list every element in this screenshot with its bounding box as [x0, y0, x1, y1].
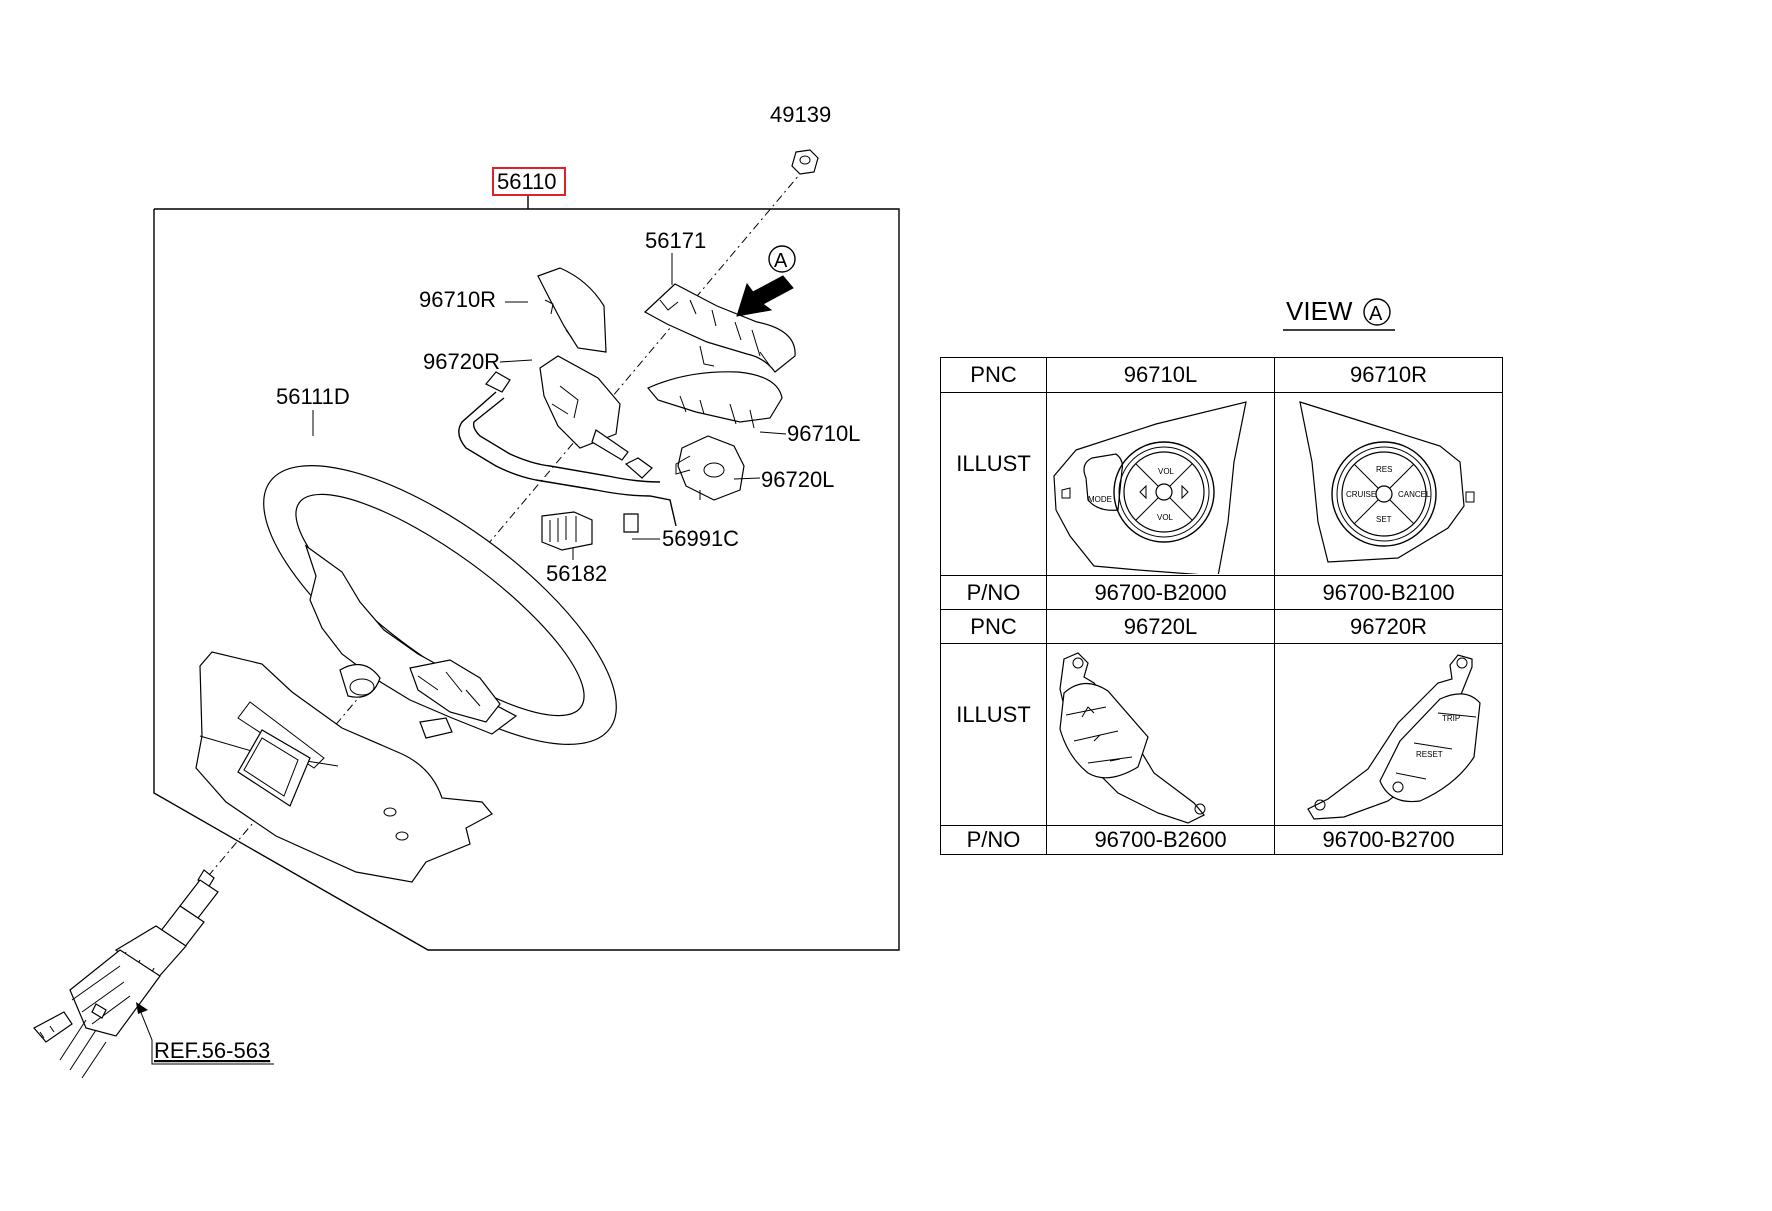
right-cruise-label: CRUISE: [1346, 490, 1376, 499]
table-head-illust-2: ILLUST: [940, 643, 1047, 826]
trip-label: TRIP: [1442, 714, 1460, 723]
table-head-pno: P/NO: [940, 575, 1047, 610]
pno-96700-B2100: 96700-B2100: [1274, 575, 1503, 610]
right-switch-illustration: TRIP RESET: [1306, 653, 1481, 820]
right-cover-part: [537, 267, 607, 353]
table-row: ILLUST MODE VOL VOL: [940, 392, 1503, 576]
steering-wheel-part: [263, 465, 617, 745]
steering-column-part: [33, 869, 219, 1079]
left-switch-illustration: [1058, 651, 1205, 824]
pno-96700-B2600: 96700-B2600: [1046, 825, 1275, 855]
pnc-96710L: 96710L: [1046, 357, 1275, 393]
callout-96710L: 96710L: [787, 421, 860, 446]
pnc-96720R: 96720R: [1274, 609, 1503, 644]
table-row: PNC 96720L 96720R: [940, 609, 1503, 644]
table-head-pnc-2: PNC: [940, 609, 1047, 644]
connector-part: [541, 511, 593, 551]
lower-cover-part: [195, 651, 493, 883]
left-vol-down-label: VOL: [1157, 513, 1174, 522]
left-switch-part: [675, 435, 745, 501]
callout-96720R: 96720R: [423, 349, 500, 374]
illust-96710L: MODE VOL VOL: [1046, 392, 1275, 576]
illust-96720R: TRIP RESET: [1274, 643, 1503, 826]
right-res-label: RES: [1376, 465, 1392, 474]
reset-label: RESET: [1416, 750, 1443, 759]
table-row: PNC 96710L 96710R: [940, 357, 1503, 393]
table-row: ILLUST TRIP RESET: [940, 643, 1503, 826]
left-vol-up-label: VOL: [1158, 467, 1175, 476]
left-cover-part: [647, 371, 783, 429]
left-mode-label: MODE: [1088, 495, 1112, 504]
illust-96720L: [1046, 643, 1275, 826]
callout-56111D: 56111D: [276, 384, 350, 409]
right-cancel-label: CANCEL: [1398, 490, 1431, 499]
callout-56991C: 56991C: [662, 526, 739, 551]
left-cover-switch-illustration: MODE VOL VOL: [1052, 401, 1247, 574]
pno-96700-B2700: 96700-B2700: [1274, 825, 1503, 855]
pno-96700-B2000: 96700-B2000: [1046, 575, 1275, 610]
callout-56182: 56182: [546, 561, 607, 586]
right-switch-part: [539, 355, 629, 461]
callout-56171: 56171: [645, 228, 706, 253]
table-head-pno-2: P/NO: [940, 825, 1047, 855]
right-cover-switch-illustration: RES CRUISE CANCEL SET: [1298, 401, 1474, 563]
callout-49139: 49139: [770, 102, 831, 127]
view-a-arrow-letter: A: [774, 250, 788, 272]
harness-part: [458, 371, 677, 533]
table-head-pnc: PNC: [940, 357, 1047, 393]
pnc-96720L: 96720L: [1046, 609, 1275, 644]
table-row: P/NO 96700-B2000 96700-B2100: [940, 575, 1503, 610]
callout-56110: 56110: [497, 169, 557, 194]
reference-callout: REF.56-563: [154, 1038, 270, 1063]
table-head-illust: ILLUST: [940, 392, 1047, 576]
view-title-letter: A: [1369, 303, 1383, 325]
nut-part: [791, 149, 819, 175]
callout-96720L: 96720L: [761, 467, 834, 492]
view-title: VIEW: [1286, 296, 1353, 326]
view-a-table: PNC 96710L 96710R ILLUST MODE VOL VOL: [940, 357, 1503, 855]
assembly-bracket: [153, 208, 900, 951]
callout-96710R: 96710R: [419, 287, 496, 312]
pnc-96710R: 96710R: [1274, 357, 1503, 393]
right-set-label: SET: [1376, 515, 1392, 524]
illust-96710R: RES CRUISE CANCEL SET: [1274, 392, 1503, 576]
upper-housing-part: [643, 283, 796, 373]
table-row: P/NO 96700-B2600 96700-B2700: [940, 825, 1503, 855]
assembly-highlight-box: [492, 167, 566, 196]
view-a-arrow: A: [736, 245, 796, 317]
